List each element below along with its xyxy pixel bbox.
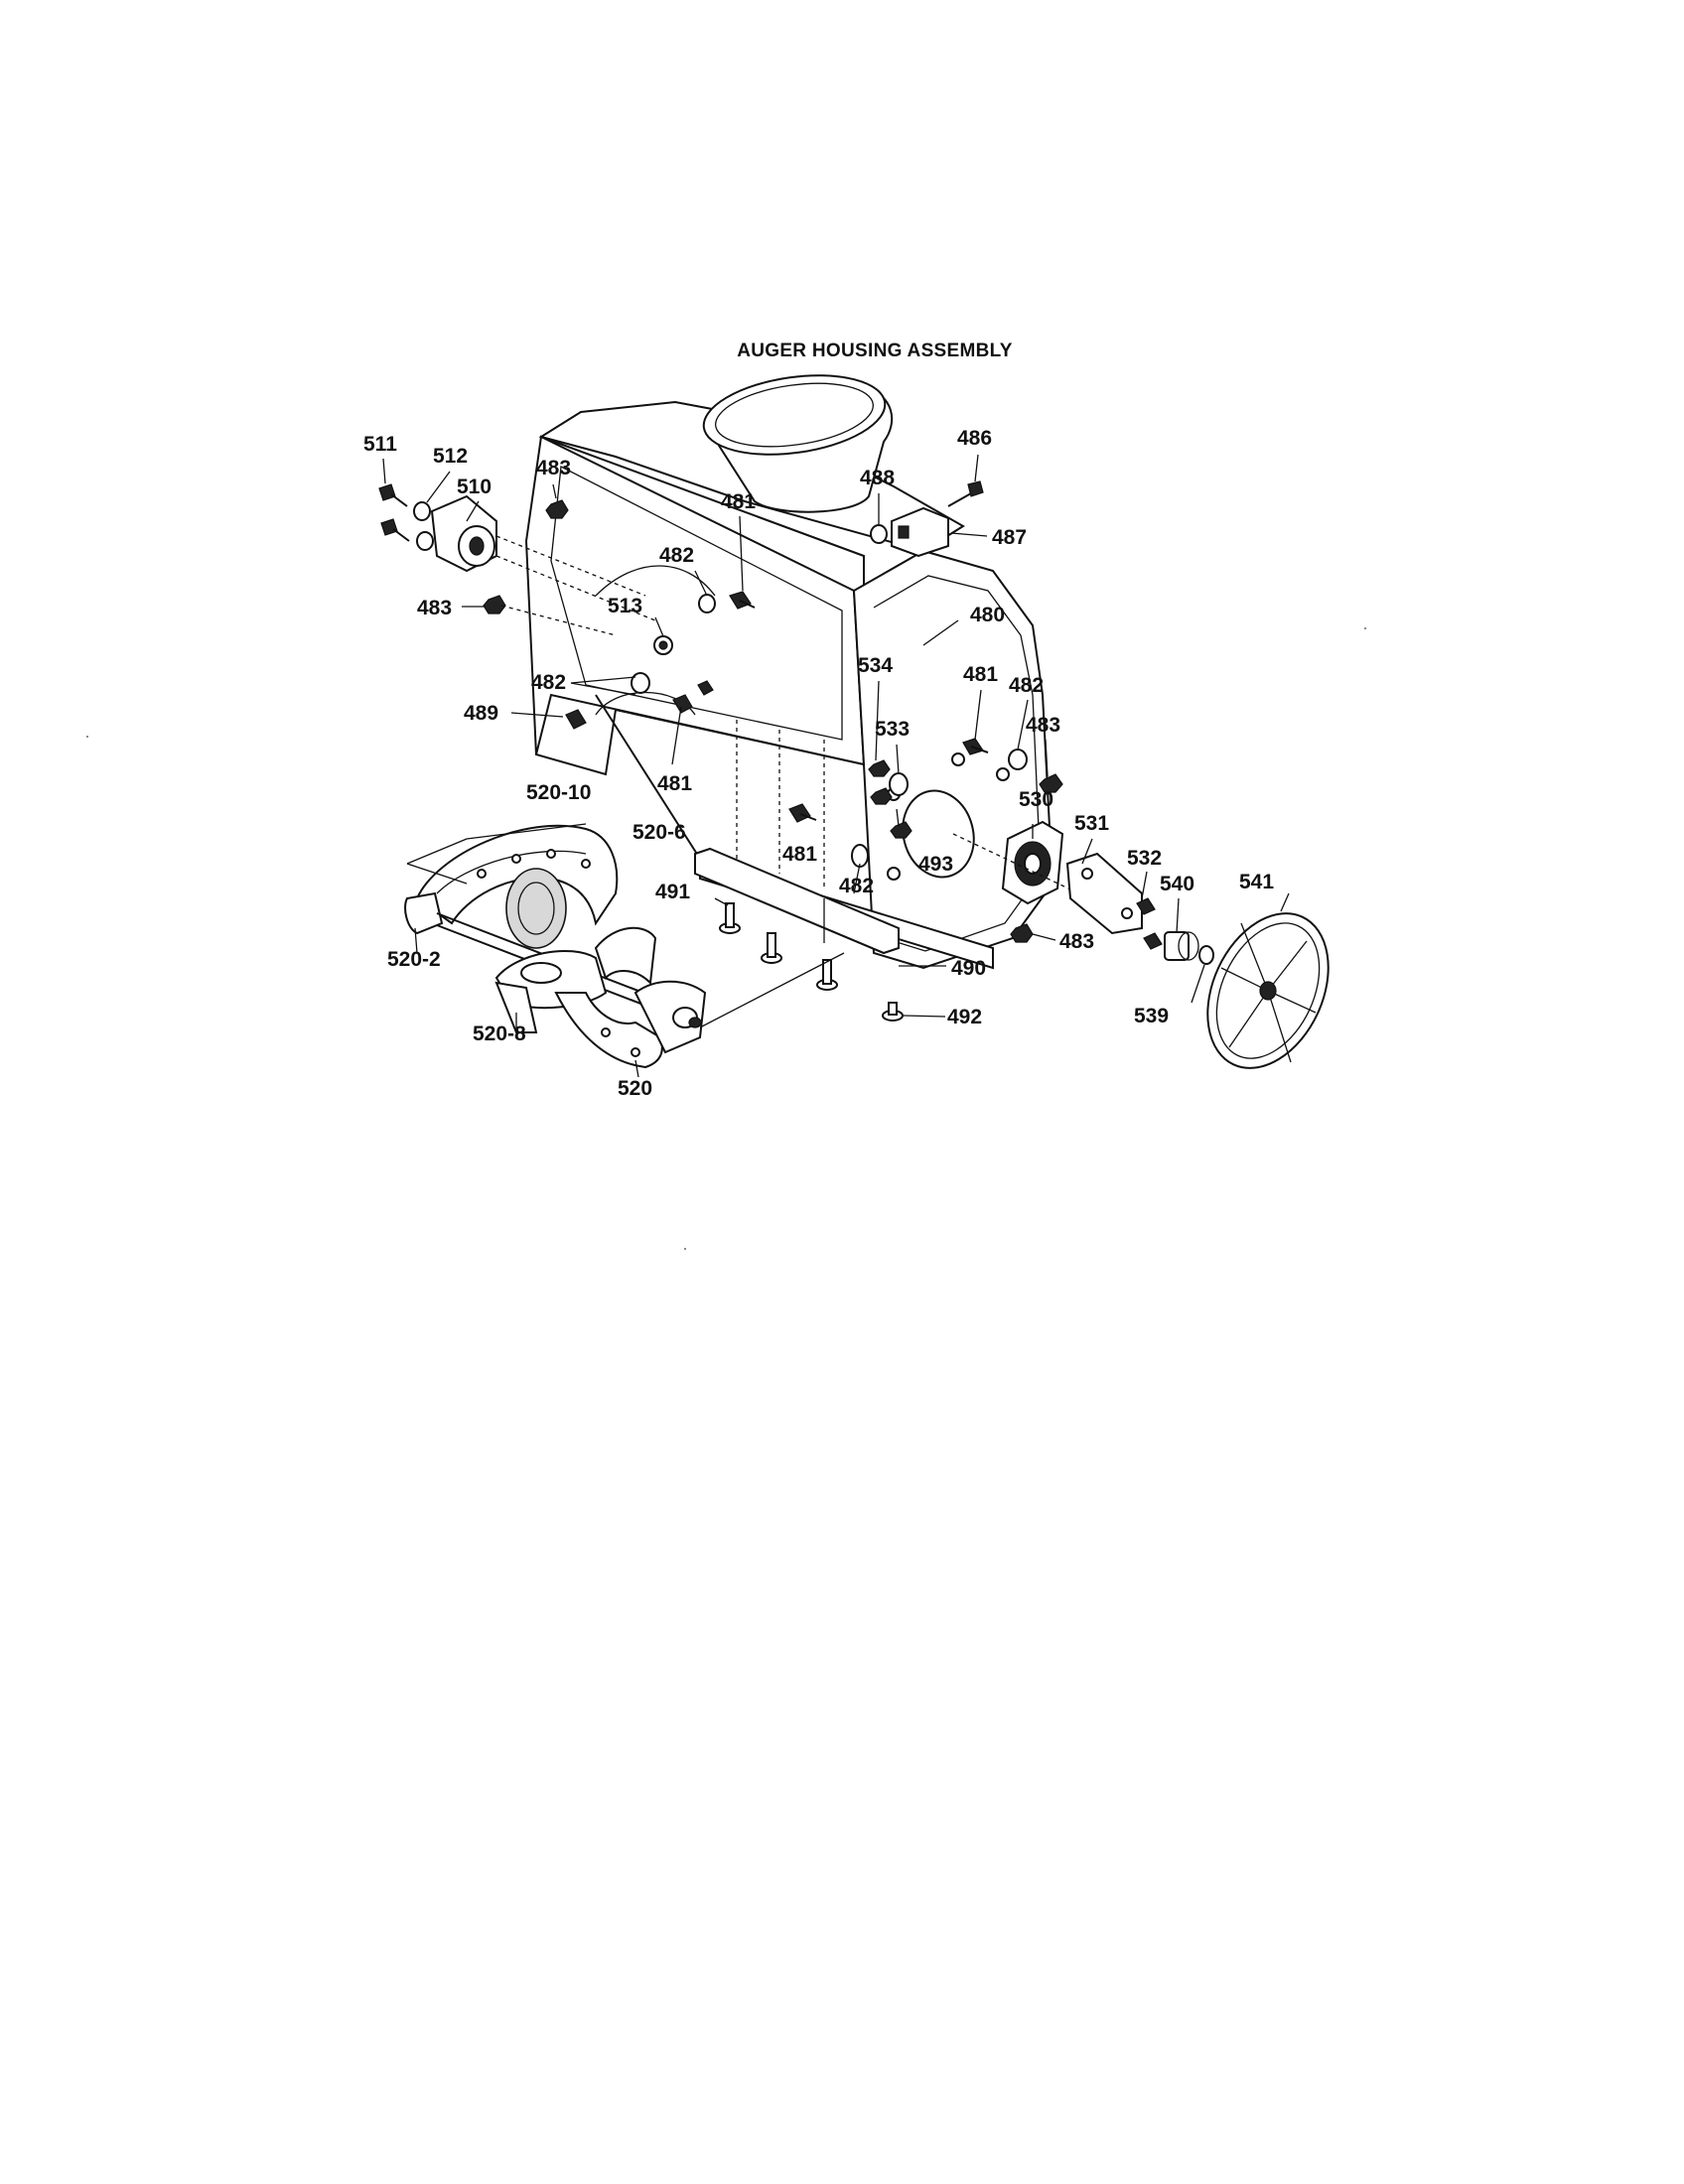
callout-512: 512 <box>433 445 468 468</box>
nut-483-right <box>1010 923 1034 943</box>
bracket-487 <box>891 506 949 558</box>
callout-483: 483 <box>417 597 452 619</box>
callout-482: 482 <box>659 544 694 567</box>
callout-531: 531 <box>1074 812 1109 835</box>
callout-520-2: 520-2 <box>387 948 441 971</box>
callout-493: 493 <box>918 853 953 876</box>
callout-labels: 511 512 510 483 481 488 486 487 482 483 … <box>363 427 1274 1100</box>
fasteners-left-inside <box>565 635 714 730</box>
callout-481: 481 <box>721 490 756 513</box>
callout-481: 481 <box>963 663 998 686</box>
callout-482: 482 <box>839 875 874 897</box>
nut-483-left <box>483 499 569 614</box>
callout-486: 486 <box>957 427 992 450</box>
callout-520-8: 520-8 <box>473 1023 526 1045</box>
spacer-540 <box>1164 931 1199 961</box>
callout-482: 482 <box>531 671 566 694</box>
callout-483: 483 <box>1059 930 1094 953</box>
scan-speck <box>86 736 88 738</box>
callout-533: 533 <box>875 718 910 741</box>
bearing-flange-510 <box>430 494 497 573</box>
washer-482-top <box>698 594 716 614</box>
bolt-532 <box>1136 897 1163 950</box>
callout-520: 520 <box>618 1077 652 1100</box>
callout-490: 490 <box>951 957 986 980</box>
auger-520 <box>404 824 707 1069</box>
callout-511: 511 <box>363 433 397 456</box>
callout-481: 481 <box>657 772 692 795</box>
callout-488: 488 <box>860 467 895 489</box>
callout-480: 480 <box>970 604 1005 626</box>
bolt-486 <box>947 480 984 507</box>
callout-540: 540 <box>1160 873 1194 895</box>
callout-491: 491 <box>655 881 690 903</box>
washer-488 <box>870 524 888 544</box>
chute-ring <box>702 374 894 513</box>
callout-520-6: 520-6 <box>632 821 686 844</box>
callout-532: 532 <box>1127 847 1162 870</box>
callout-492: 492 <box>947 1006 982 1028</box>
bolt-511 <box>378 483 410 542</box>
callout-539: 539 <box>1134 1005 1169 1027</box>
callout-534: 534 <box>858 654 893 677</box>
wheel-541 <box>1206 912 1330 1069</box>
diagram-title: AUGER HOUSING ASSEMBLY <box>737 341 1013 361</box>
callout-483: 483 <box>536 457 571 479</box>
right-side-fasteners <box>788 738 1063 868</box>
callout-482: 482 <box>1009 674 1044 697</box>
washer-512 <box>413 501 434 551</box>
callout-489: 489 <box>464 702 498 725</box>
bolt-492 <box>882 1002 904 1022</box>
carriage-bolts-491 <box>719 902 838 991</box>
callout-541: 541 <box>1239 871 1274 893</box>
washer-539 <box>1198 945 1214 965</box>
chute-bolt-481 <box>729 591 756 610</box>
callout-530: 530 <box>1019 788 1053 811</box>
bearing-530 <box>1001 820 1064 905</box>
scan-speck <box>684 1248 686 1250</box>
callout-481: 481 <box>782 843 817 866</box>
leader-lines <box>382 454 1290 1078</box>
callout-487: 487 <box>992 526 1027 549</box>
callout-510: 510 <box>457 476 491 498</box>
scraper-bar-490 <box>694 847 900 955</box>
callout-513: 513 <box>608 595 642 617</box>
callout-483: 483 <box>1026 714 1060 737</box>
callout-520-10: 520-10 <box>526 781 591 804</box>
bracket-531 <box>1065 852 1143 935</box>
scan-speck <box>1364 627 1366 629</box>
